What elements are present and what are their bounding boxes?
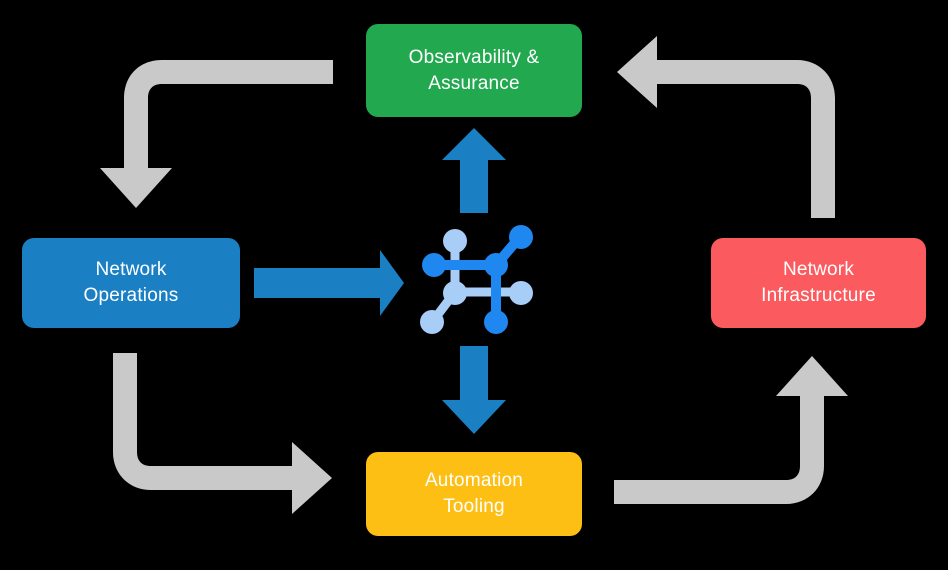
gray-elbow-arrow-top-left: [100, 60, 333, 208]
node-mid-right: [509, 281, 533, 305]
node-mid-left: [443, 281, 467, 305]
node-box-network-infrastructure[interactable]: Network Infrastructure: [711, 238, 926, 328]
gray-elbow-arrow-bottom-right: [614, 356, 848, 504]
node-bottom-left: [420, 310, 444, 334]
node-label-network-operations: Network Operations: [83, 259, 179, 306]
node-box-network-operations[interactable]: Network Operations: [22, 238, 240, 328]
node-bottom: [484, 310, 508, 334]
node-left: [422, 253, 446, 277]
node-label-network-infrastructure: Network Infrastructure: [761, 259, 876, 306]
blue-arrow-down: [442, 346, 506, 434]
gray-elbow-arrow-top-right: [617, 36, 835, 218]
node-top: [443, 229, 467, 253]
blue-arrow-up: [442, 128, 506, 213]
node-top-right: [509, 225, 533, 249]
network-icon-group: [420, 225, 533, 334]
node-box-automation-tooling[interactable]: Automation Tooling: [366, 452, 582, 536]
gray-elbow-arrow-bottom-left: [113, 353, 332, 514]
blue-arrow-right: [254, 250, 404, 316]
node-hub: [484, 253, 508, 277]
node-box-observability[interactable]: Observability & Assurance: [366, 24, 582, 117]
node-label-automation-tooling: Automation Tooling: [424, 470, 524, 517]
node-label-observability: Observability & Assurance: [408, 46, 540, 94]
